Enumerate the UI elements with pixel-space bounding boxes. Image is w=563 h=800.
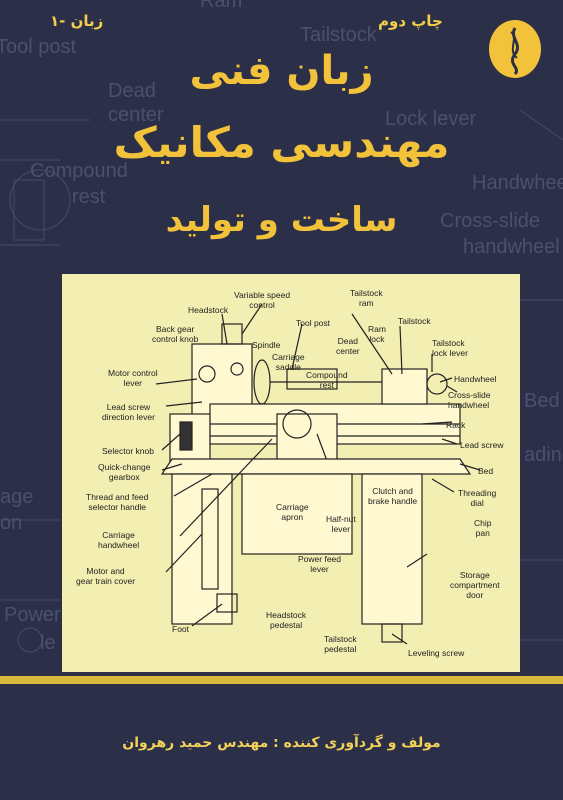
bg-text-ading: ading [524,444,563,466]
bg-text-handwheel: Handwheel [472,172,563,194]
bg-text-power: Power [4,604,61,626]
label-leveling-screw: Leveling screw [408,648,465,658]
bg-text-dead: Dead [108,80,156,102]
bg-text-ram: Ram [200,0,243,12]
label-carriage-saddle: Carriage saddle [272,352,305,372]
label-half-nut: Half-nut lever [326,514,356,534]
bg-text-compound: Compound [30,160,128,182]
label-motor-cover: Motor and gear train cover [76,566,136,586]
label-bed: Bed [478,466,494,476]
label-ram-lock: Ram lock [368,324,386,344]
label-lead-screw-lever: Lead screw direction lever [102,402,155,422]
label-clutch: Clutch and brake handle [368,486,418,506]
publisher-logo [489,20,541,78]
label-cross-slide: Cross-slide handwheel [448,390,491,410]
divider-band [0,676,563,684]
label-spindle: Spindle [252,340,281,350]
title-line-3: ساخت و تولید [165,200,398,240]
label-variable-speed: Variable speed control [234,290,291,310]
bg-text-handwheel-2: handwheel [463,236,560,258]
lathe-drawing [155,303,481,645]
bg-text-lock-lever: Lock lever [385,108,477,130]
publisher-logo-icon [510,27,520,76]
label-selector-knob: Selector knob [102,446,154,456]
bg-text-cross-slide: Cross-slide [440,210,541,232]
label-quick-change: Quick-change gearbox [98,462,151,482]
title-line-1: زبان فنی [189,48,374,94]
bg-text-on: on [0,512,23,534]
label-chip-pan: Chip pan [474,518,492,538]
bg-text-center: center [108,104,164,126]
label-tailstock-lock: Tailstock lock lever [432,338,468,358]
label-handwheel: Handwheel [454,374,497,384]
label-power-feed: Power feed lever [298,554,341,574]
label-rack: Rack [446,420,466,430]
label-threading-dial: Threading dial [458,488,497,508]
label-lead-screw: Lead screw [460,440,504,450]
label-carriage-handwheel: Carriage handwheel [98,530,140,550]
label-dead-center: Dead center [336,336,360,356]
bg-text-age: age [0,486,34,508]
label-compound-rest: Compound rest [306,370,348,390]
label-headstock: Headstock [188,305,229,315]
bg-text-bed: Bed [524,390,560,412]
bg-text-rest: rest [72,186,106,208]
label-tool-post: Tool post [296,318,331,328]
label-tailstock-pedestal: Tailstock pedestal [324,634,357,654]
bg-text-le: le [40,632,56,654]
author-line: مولف و گردآوری کننده : مهندس حمید رهروان [122,735,441,751]
label-tailstock: Tailstock [398,316,431,326]
label-motor-control: Motor control lever [108,368,158,388]
title-line-2: مهندسی مکانیک [113,118,450,167]
lathe-diagram-panel: Headstock Variable speed control Tailsto… [62,274,520,672]
label-tailstock-ram: Tailstock ram [350,288,383,308]
series-label: زبان -۱ [50,12,104,30]
label-foot: Foot [172,624,190,634]
bg-text-tailstock: Tailstock [300,24,377,46]
edition-label: چاپ دوم [378,12,443,30]
label-thread-feed: Thread and feed selector handle [86,492,149,512]
bg-text-tool-post: Tool post [0,36,77,58]
label-back-gear: Back gear control knob [152,324,199,344]
label-carriage-apron: Carriage apron [276,502,309,522]
label-storage-door: Storage compartment door [450,570,500,600]
label-headstock-pedestal: Headstock pedestal [266,610,307,630]
